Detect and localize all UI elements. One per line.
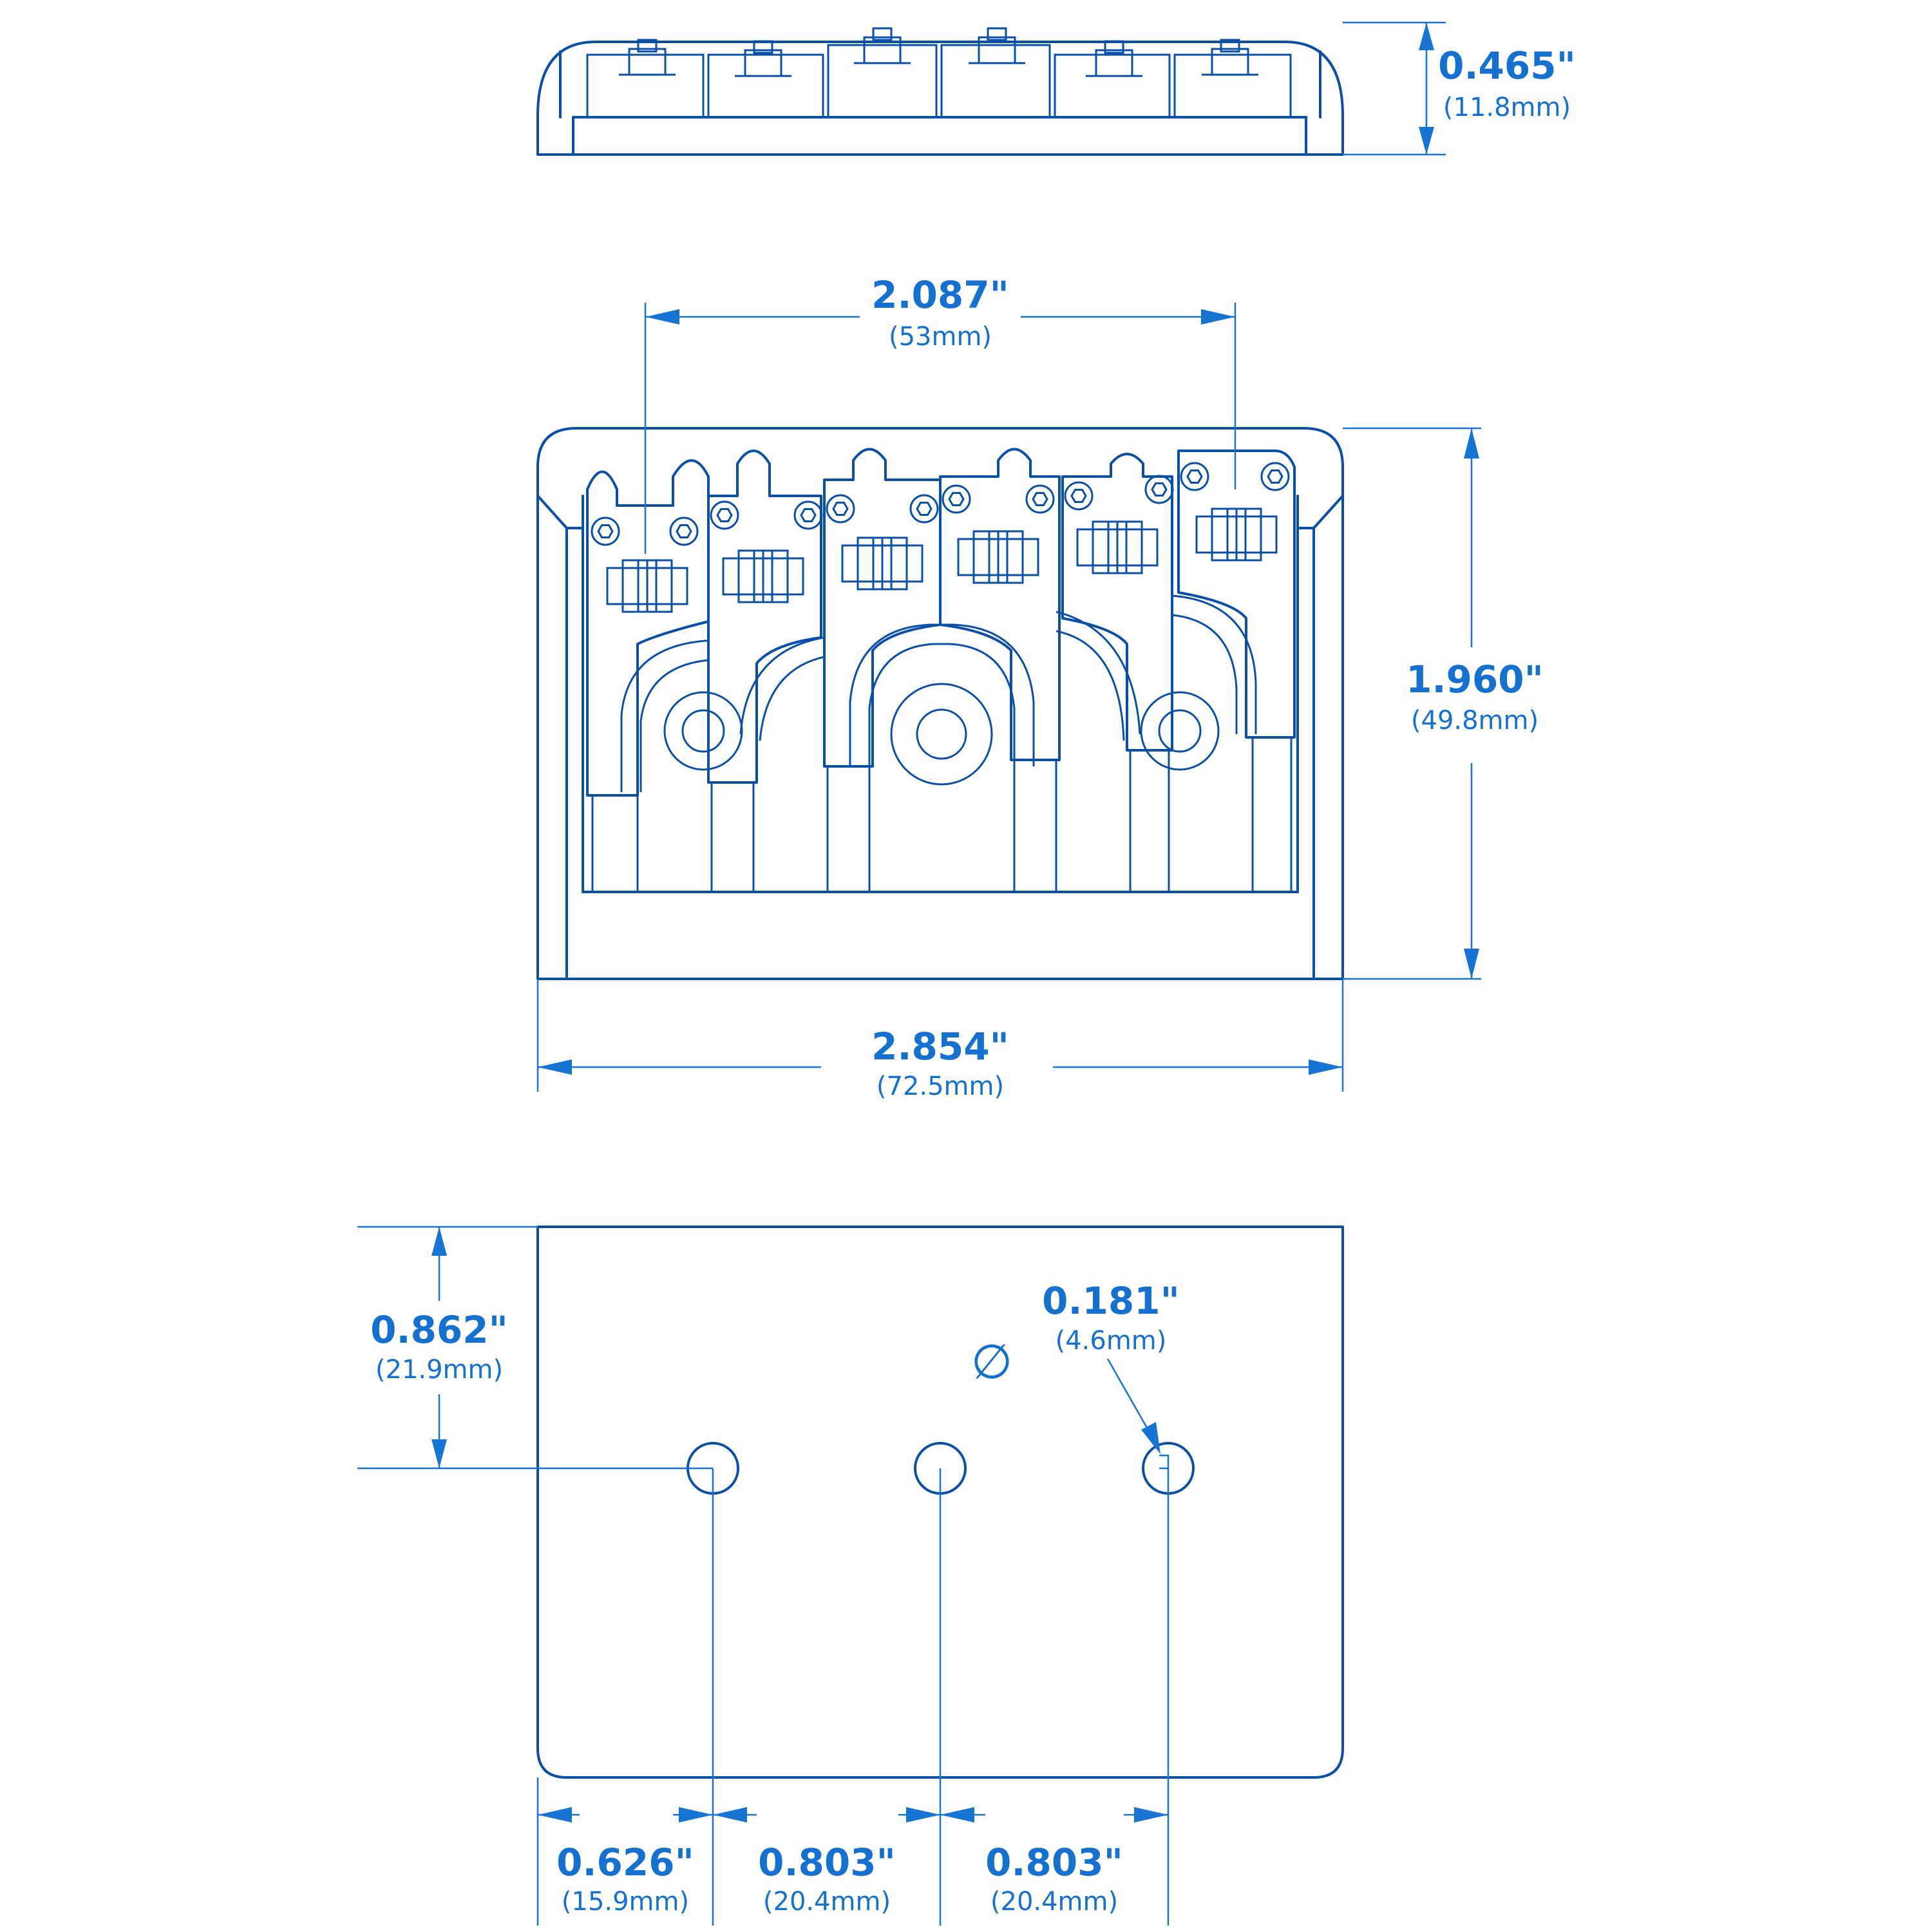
spacing-1-in: 0.626" — [556, 1841, 694, 1884]
bottom-view-plate — [536, 1226, 1344, 1779]
spacing-2-mm: (20.4mm) — [763, 1887, 891, 1917]
side-height-mm: (11.8mm) — [1443, 93, 1571, 122]
length-in: 1.960" — [1406, 658, 1544, 701]
width-in: 2.854" — [871, 1025, 1009, 1068]
top-view-mounting-holes — [663, 683, 1220, 786]
side-view: 0.465" (11.8mm) — [536, 21, 1576, 156]
spacing-2-in: 0.803" — [758, 1841, 896, 1884]
hole-diameter-in: 0.181" — [1042, 1279, 1180, 1323]
side-height-in: 0.465" — [1438, 44, 1576, 88]
hole-offset-in: 0.862" — [370, 1308, 508, 1352]
spread-in: 2.087" — [871, 273, 1009, 317]
side-view-saddles — [586, 27, 1292, 118]
spacing-3-in: 0.803" — [985, 1841, 1123, 1884]
hole-diameter-mm: (4.6mm) — [1056, 1326, 1167, 1356]
saddle-4 — [939, 448, 1061, 892]
saddle-5 — [1061, 453, 1174, 892]
diameter-symbol: ∅ — [971, 1334, 1012, 1390]
bottom-view: 0.862" (21.9mm) ∅ 0.181" (4.6mm) 0.626" … — [357, 1226, 1344, 1926]
spread-mm: (53mm) — [889, 322, 992, 352]
length-mm: (49.8mm) — [1411, 706, 1539, 735]
spacing-3-mm: (20.4mm) — [990, 1887, 1118, 1917]
top-view: 2.087" (53mm) 1.960" (49.8mm) 2.854" (72… — [536, 273, 1544, 1101]
saddle-1 — [586, 459, 710, 892]
saddle-6 — [1177, 450, 1296, 892]
width-mm: (72.5mm) — [876, 1072, 1004, 1101]
hole-offset-mm: (21.9mm) — [375, 1355, 503, 1385]
spacing-1-mm: (15.9mm) — [562, 1887, 689, 1917]
side-view-outline — [536, 41, 1344, 156]
saddle-2 — [707, 450, 823, 892]
top-view-base-plate — [536, 427, 1344, 980]
